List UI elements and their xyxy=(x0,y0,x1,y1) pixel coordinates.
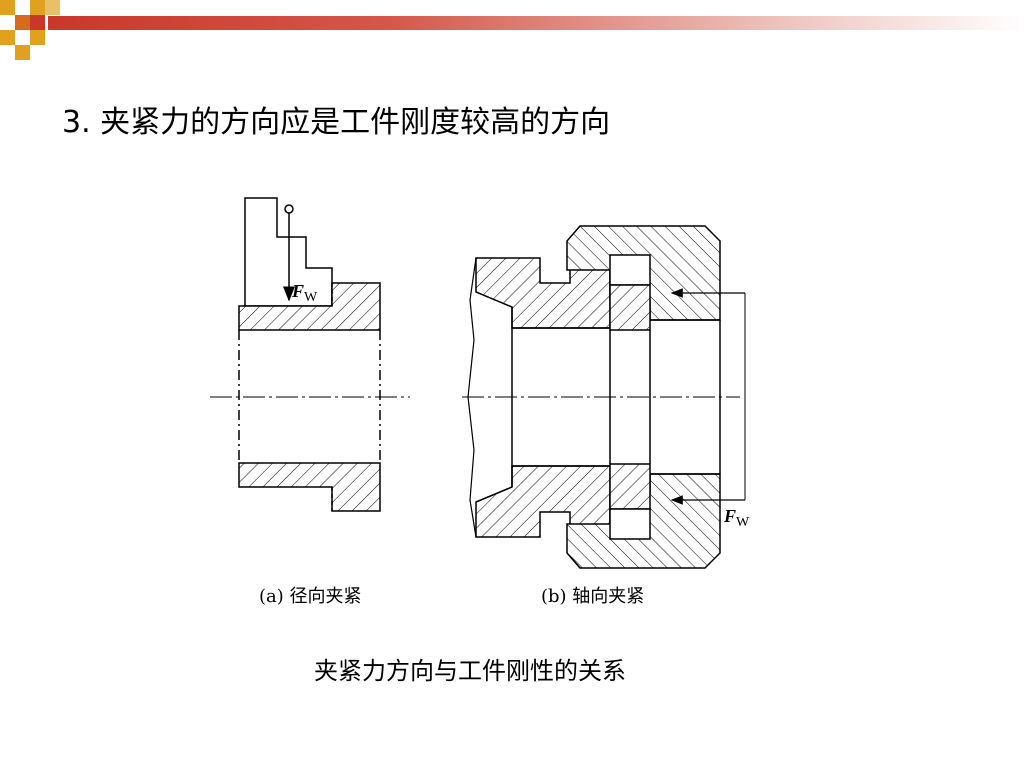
banner-squares xyxy=(0,0,60,60)
insert-upper xyxy=(609,254,651,286)
insert-lower xyxy=(609,463,651,510)
insert-lower-2 xyxy=(609,508,651,540)
caption-axial: (b) 轴向夹紧 xyxy=(541,586,645,607)
slide-title: 3. 夹紧力的方向应是工件刚度较高的方向 xyxy=(62,105,611,140)
force-label-b: FW xyxy=(723,506,750,530)
insert-upper-2 xyxy=(609,284,651,331)
workpiece-a-lower xyxy=(238,462,381,512)
caption-radial: (a) 径向夹紧 xyxy=(259,586,362,607)
figure-caption: 夹紧力方向与工件刚性的关系 xyxy=(314,657,626,685)
diagram-b-axial xyxy=(462,225,746,569)
diagram-a-radial xyxy=(210,197,410,512)
title-banner xyxy=(0,0,1024,60)
